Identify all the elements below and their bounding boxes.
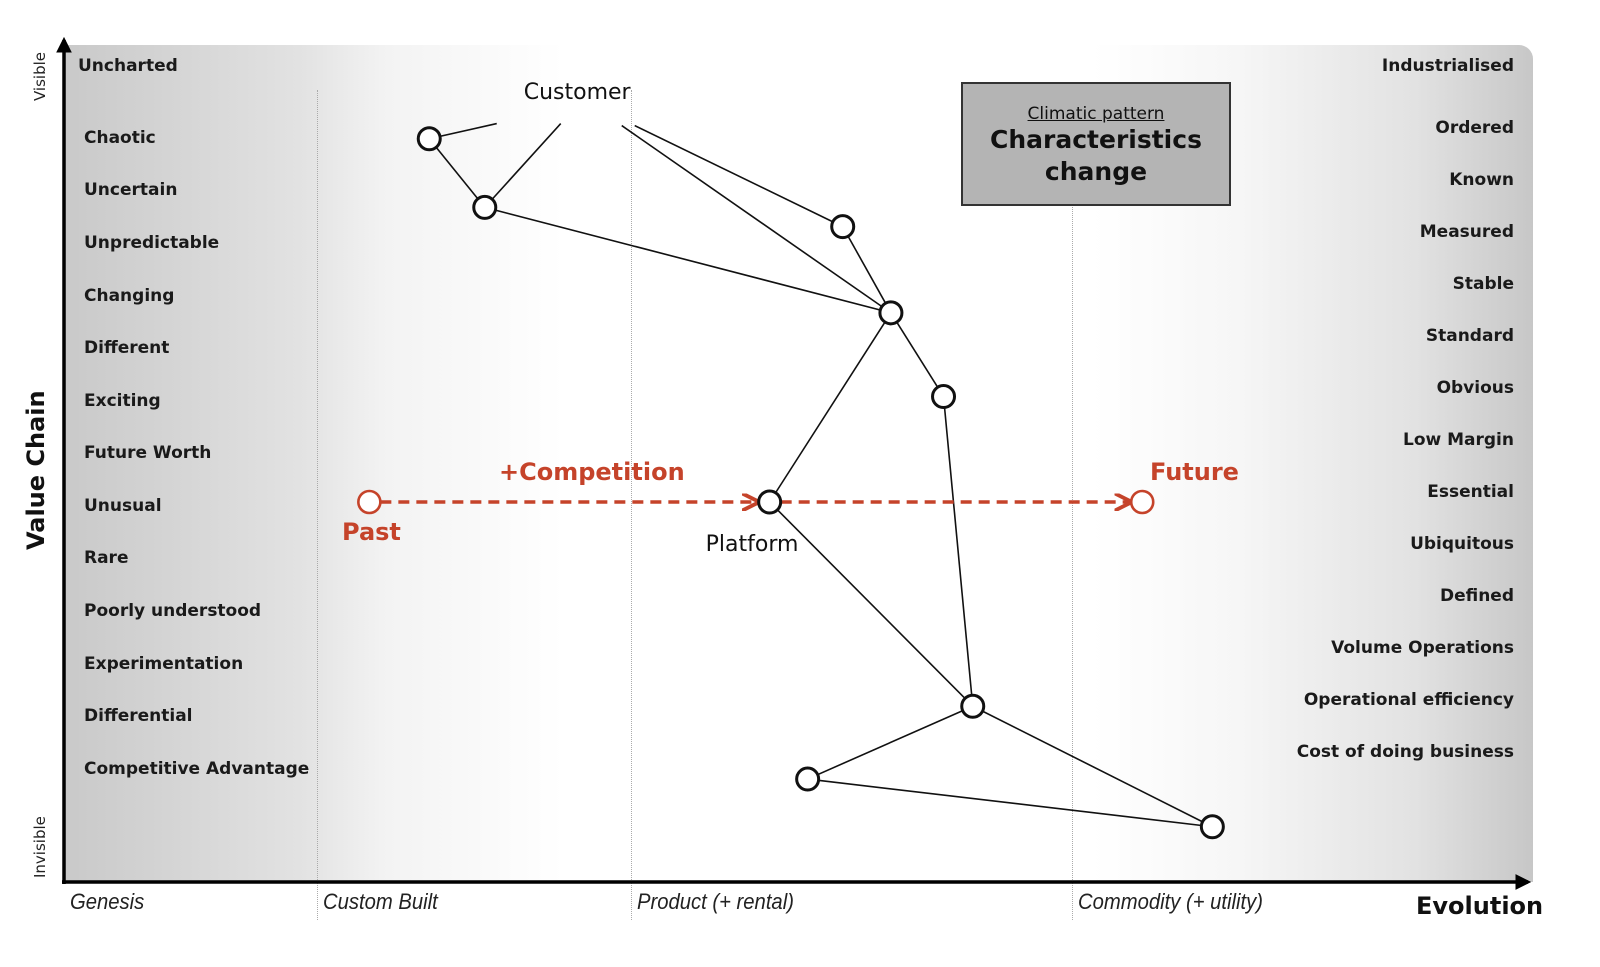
right-characteristic: Operational efficiency — [1303, 690, 1514, 710]
left-characteristic: Rare — [84, 548, 129, 568]
future-position-node[interactable] — [1129, 489, 1155, 515]
left-characteristic: Competitive Advantage — [84, 759, 310, 779]
left-characteristic: Uncharted — [78, 56, 178, 76]
left-characteristic: Exciting — [84, 391, 161, 411]
dependency-link — [769, 501, 974, 707]
right-characteristic: Cost of doing business — [1296, 742, 1514, 762]
left-characteristic: Chaotic — [84, 128, 156, 148]
climatic-pattern-box: Climatic pattern Characteristics change — [961, 82, 1231, 206]
dependency-link — [484, 123, 562, 208]
component-node[interactable] — [1199, 814, 1225, 840]
pattern-title-line1: Characteristics — [990, 125, 1202, 154]
left-characteristic: Uncertain — [84, 180, 178, 200]
component-node[interactable] — [795, 766, 821, 792]
dependency-link — [807, 778, 1213, 828]
dependency-link — [942, 396, 974, 707]
left-characteristic: Differential — [84, 706, 193, 726]
left-characteristic: Changing — [84, 286, 175, 306]
left-characteristic: Poorly understood — [84, 601, 262, 621]
pattern-title-line2: change — [1044, 157, 1148, 186]
past-label: Past — [342, 518, 401, 546]
right-characteristic: Standard — [1425, 326, 1514, 346]
left-characteristic: Different — [84, 338, 170, 358]
right-characteristic: Measured — [1419, 222, 1514, 242]
right-characteristic: Defined — [1439, 586, 1514, 606]
right-characteristic: Volume Operations — [1331, 638, 1514, 658]
component-node[interactable] — [960, 693, 986, 719]
past-position-node[interactable] — [357, 489, 382, 515]
stage-divider — [630, 90, 632, 920]
map-background — [64, 45, 1533, 882]
competition-label: +Competition — [499, 458, 685, 486]
dependency-link — [621, 124, 892, 314]
right-characteristic: Ordered — [1435, 118, 1514, 138]
customer-label: Customer — [523, 79, 631, 105]
left-characteristic: Unusual — [84, 496, 162, 516]
dependency-link — [842, 226, 892, 314]
stage-label: Product (+ rental) — [636, 889, 794, 914]
right-characteristic: Known — [1449, 170, 1514, 190]
component-node[interactable] — [878, 300, 904, 326]
stage-label: Custom Built — [322, 889, 438, 914]
component-node[interactable] — [830, 214, 856, 240]
dependency-link — [972, 705, 1213, 828]
stage-label: Commodity (+ utility) — [1078, 889, 1264, 914]
left-characteristic: Unpredictable — [84, 233, 220, 253]
stage-label: Genesis — [70, 889, 145, 914]
dependency-link — [768, 312, 892, 503]
right-characteristic: Low Margin — [1402, 430, 1514, 450]
right-characteristic: Industrialised — [1381, 56, 1514, 76]
stage-divider — [1072, 90, 1074, 920]
dependency-link — [807, 705, 974, 780]
right-characteristic: Essential — [1427, 482, 1514, 502]
component-node[interactable] — [472, 194, 498, 220]
platform-label: Platform — [705, 532, 799, 557]
component-node[interactable] — [416, 126, 442, 152]
left-characteristic: Experimentation — [84, 654, 244, 674]
future-label: Future — [1150, 458, 1239, 486]
right-characteristic: Ubiquitous — [1410, 534, 1514, 554]
stage-divider — [316, 90, 318, 920]
component-node[interactable] — [757, 489, 783, 515]
dependency-link — [484, 206, 892, 314]
dependency-link — [890, 312, 945, 397]
dependency-link — [634, 124, 844, 228]
pattern-kicker: Climatic pattern — [1027, 104, 1165, 124]
right-characteristic: Obvious — [1436, 378, 1514, 398]
x-axis-title: Evolution — [1416, 892, 1544, 920]
component-node[interactable] — [931, 384, 957, 410]
dependency-link — [428, 138, 486, 208]
left-characteristic: Future Worth — [84, 443, 212, 463]
right-characteristic: Stable — [1452, 274, 1514, 294]
